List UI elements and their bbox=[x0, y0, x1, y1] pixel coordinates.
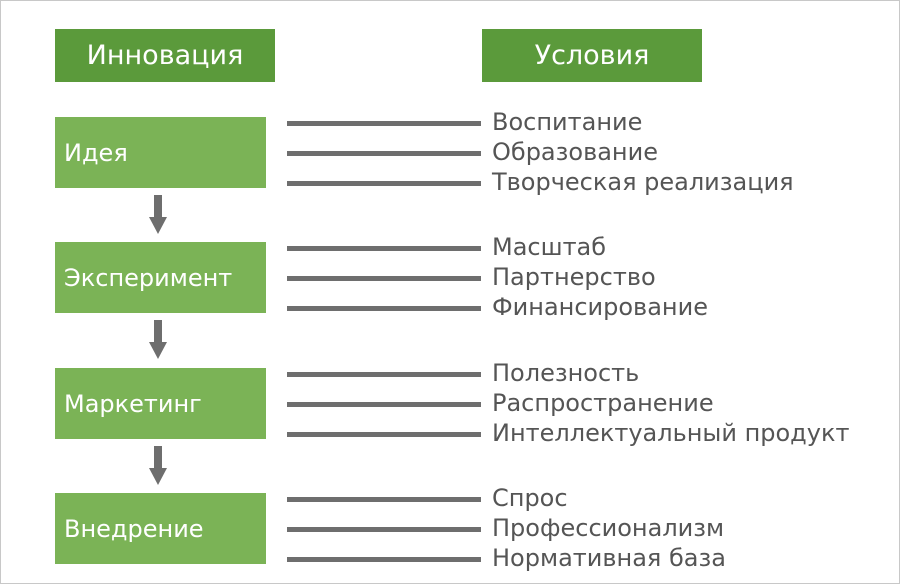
down-arrow-icon bbox=[149, 195, 167, 234]
condition-label: Интеллектуальный продукт bbox=[492, 419, 850, 447]
condition-label: Спрос bbox=[492, 484, 568, 512]
stage-box: Внедрение bbox=[55, 493, 266, 564]
condition-label: Нормативная база bbox=[492, 544, 726, 572]
connector-line bbox=[287, 121, 481, 126]
connector-line bbox=[287, 497, 481, 502]
condition-label: Творческая реализация bbox=[492, 168, 794, 196]
connector-line bbox=[287, 372, 481, 377]
condition-label: Образование bbox=[492, 138, 658, 166]
condition-label: Полезность bbox=[492, 359, 640, 387]
connector-line bbox=[287, 306, 481, 311]
stage-box: Маркетинг bbox=[55, 368, 266, 439]
condition-label: Партнерство bbox=[492, 263, 656, 291]
connector-line bbox=[287, 151, 481, 156]
connector-line bbox=[287, 181, 481, 186]
header-conditions: Условия bbox=[482, 29, 702, 82]
down-arrow-icon bbox=[149, 446, 167, 485]
connector-line bbox=[287, 432, 481, 437]
connector-line bbox=[287, 276, 481, 281]
condition-label: Распространение bbox=[492, 389, 714, 417]
condition-label: Масштаб bbox=[492, 233, 607, 261]
condition-label: Финансирование bbox=[492, 293, 708, 321]
connector-line bbox=[287, 557, 481, 562]
connector-line bbox=[287, 246, 481, 251]
down-arrow-icon bbox=[149, 320, 167, 359]
stage-box: Идея bbox=[55, 117, 266, 188]
connector-line bbox=[287, 527, 481, 532]
condition-label: Профессионализм bbox=[492, 514, 725, 542]
connector-line bbox=[287, 402, 481, 407]
header-innovation: Инновация bbox=[55, 29, 275, 82]
stage-box: Эксперимент bbox=[55, 242, 266, 313]
condition-label: Воспитание bbox=[492, 108, 643, 136]
